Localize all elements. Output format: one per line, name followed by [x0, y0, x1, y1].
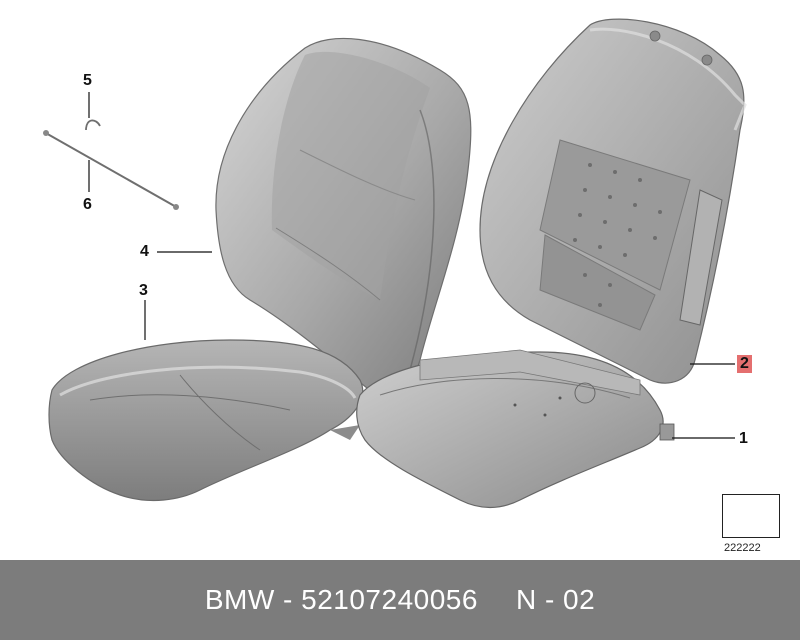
footer-diagram-code: N - 02	[515, 584, 596, 615]
reference-code: 222222	[724, 542, 761, 554]
footer-separator: -	[283, 584, 293, 615]
seat-cushion-cover	[48, 339, 364, 502]
callout-2: 2	[737, 355, 752, 373]
parts-diagram: 5 6 4 3 2 1 222222	[43, 18, 780, 554]
callout-4: 4	[140, 243, 149, 260]
callout-6: 6	[83, 196, 92, 213]
footer-part-number: 52107240056	[301, 584, 478, 615]
backrest-cover	[215, 37, 472, 398]
backrest-foam-pad	[479, 18, 747, 384]
wire-rod	[43, 130, 179, 210]
footer-bar: BMW - 52107240056 N - 02	[0, 560, 800, 640]
seat-frame	[356, 349, 675, 509]
seat-illustration	[43, 18, 779, 531]
leader-lines	[88, 92, 735, 439]
callout-5: 5	[83, 72, 92, 89]
clip	[85, 119, 101, 131]
callout-3: 3	[139, 282, 148, 299]
reference-box	[722, 494, 780, 538]
callout-1: 1	[739, 430, 748, 447]
footer-brand: BMW	[204, 584, 275, 615]
